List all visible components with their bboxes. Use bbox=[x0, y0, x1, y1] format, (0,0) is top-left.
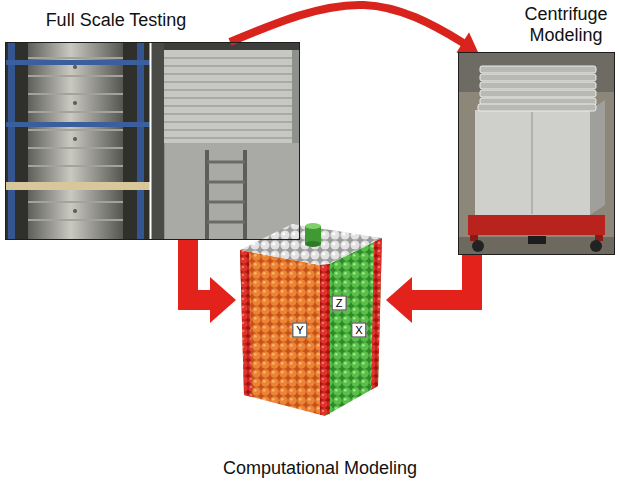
centrifuge-photo bbox=[590, 100, 605, 215]
axis-label: X bbox=[351, 323, 366, 338]
full-scale-photo-right bbox=[162, 129, 292, 131]
centrifuge-photo bbox=[478, 66, 596, 111]
full-scale-photo-right bbox=[151, 42, 300, 50]
centrifuge-photo bbox=[590, 240, 602, 252]
full-scale-photo-left bbox=[28, 57, 123, 59]
centrifuge-photo bbox=[475, 110, 590, 215]
model-panel: Computational Modeling bbox=[236, 218, 386, 420]
arrow-shaft bbox=[230, 5, 478, 52]
centrifuge-photo bbox=[472, 240, 484, 252]
full-scale-photo-right bbox=[207, 150, 245, 240]
arrow-head bbox=[386, 277, 412, 323]
centrifuge-photo bbox=[480, 74, 596, 81]
centrifuge-photo bbox=[480, 66, 596, 73]
full-scale-photo-left bbox=[5, 182, 150, 190]
particle-model-cube bbox=[320, 264, 330, 415]
full-scale-photo-left bbox=[28, 75, 123, 77]
arrow-head bbox=[456, 32, 478, 52]
panel-heading: Centrifuge Modeling bbox=[516, 4, 616, 46]
centrifuge-photo bbox=[458, 237, 615, 255]
flow-arrow bbox=[230, 5, 478, 53]
full-scale-photo-right bbox=[162, 57, 292, 59]
full-scale-photo-right bbox=[162, 89, 292, 91]
full-scale-photo-left bbox=[73, 65, 77, 213]
centrifuge-photo bbox=[528, 236, 546, 244]
full-scale-photo-right bbox=[162, 73, 292, 75]
full-scale-photo-right bbox=[162, 137, 292, 139]
particle-model-cube bbox=[305, 223, 321, 229]
axis-label: Z bbox=[332, 296, 347, 311]
full-scale-photo-left bbox=[28, 165, 123, 167]
full-scale-photo-right bbox=[162, 121, 292, 123]
full-scale-photo-right bbox=[207, 201, 245, 204]
centrifuge-photo bbox=[480, 90, 596, 97]
centrifuge-photo bbox=[480, 82, 596, 89]
full-scale-photo-left bbox=[28, 58, 123, 220]
full-scale-photo-left bbox=[28, 219, 123, 221]
flow-arrow bbox=[188, 240, 236, 323]
full-scale-photo-left bbox=[28, 111, 123, 113]
photo-panel: Full Scale Testing bbox=[5, 42, 300, 240]
particle-model-cube bbox=[305, 241, 321, 247]
particle-model-cube bbox=[240, 250, 252, 397]
particle-model-cube bbox=[240, 250, 325, 416]
full-scale-photo-left bbox=[137, 42, 144, 240]
full-scale-photo-left bbox=[5, 60, 150, 65]
full-scale-photo-right bbox=[162, 50, 292, 143]
particle-model-cube bbox=[371, 238, 382, 390]
full-scale-photo-left bbox=[73, 65, 77, 69]
full-scale-photo-right bbox=[151, 42, 301, 240]
centrifuge-photo bbox=[458, 52, 615, 255]
photo-panel: Centrifuge Modeling bbox=[458, 52, 615, 255]
particle-model-cube bbox=[325, 238, 382, 416]
flow-arrow bbox=[386, 255, 472, 323]
centrifuge-photo bbox=[531, 112, 533, 214]
full-scale-photo-right bbox=[207, 162, 245, 222]
full-scale-photo-left bbox=[73, 101, 77, 105]
full-scale-photo-right bbox=[162, 113, 292, 115]
particle-model-cube bbox=[240, 223, 382, 416]
full-scale-photo-left bbox=[28, 201, 123, 203]
panel-heading: Full Scale Testing bbox=[16, 10, 216, 31]
full-scale-photo-left bbox=[73, 137, 77, 141]
full-scale-photo-right bbox=[150, 42, 152, 240]
full-scale-photo-right bbox=[162, 97, 292, 99]
full-scale-photo-right bbox=[162, 81, 292, 83]
centrifuge-photo bbox=[458, 52, 615, 92]
full-scale-photo-right bbox=[165, 143, 300, 240]
full-scale-photo-right bbox=[151, 42, 300, 240]
full-scale-photo-right bbox=[162, 58, 292, 138]
full-scale-photo-left bbox=[5, 42, 150, 240]
centrifuge-photo bbox=[470, 235, 478, 241]
full-scale-photo-right bbox=[207, 181, 245, 184]
full-scale-photo-right bbox=[151, 42, 164, 240]
full-scale-photo-left bbox=[28, 42, 123, 240]
arrow-head bbox=[210, 277, 236, 323]
full-scale-photo-left bbox=[5, 42, 150, 240]
full-scale-photo-right bbox=[207, 221, 245, 224]
full-scale-photo-left bbox=[73, 209, 77, 213]
full-scale-photo-right bbox=[162, 65, 292, 67]
full-scale-photo-left bbox=[28, 129, 123, 131]
full-scale-photo-right bbox=[207, 161, 245, 164]
full-scale-photo-right bbox=[162, 105, 292, 107]
centrifuge-photo bbox=[458, 52, 615, 255]
full-scale-photo-left bbox=[28, 147, 123, 149]
centrifuge-photo bbox=[478, 104, 596, 111]
axis-label: Y bbox=[292, 323, 307, 338]
full-scale-photo-left bbox=[28, 93, 123, 95]
full-scale-photo-left bbox=[5, 122, 150, 127]
particle-model-cube bbox=[240, 224, 382, 266]
centrifuge-photo bbox=[468, 215, 605, 235]
panel-heading: Computational Modeling bbox=[200, 458, 440, 479]
full-scale-photo-left bbox=[8, 42, 15, 240]
